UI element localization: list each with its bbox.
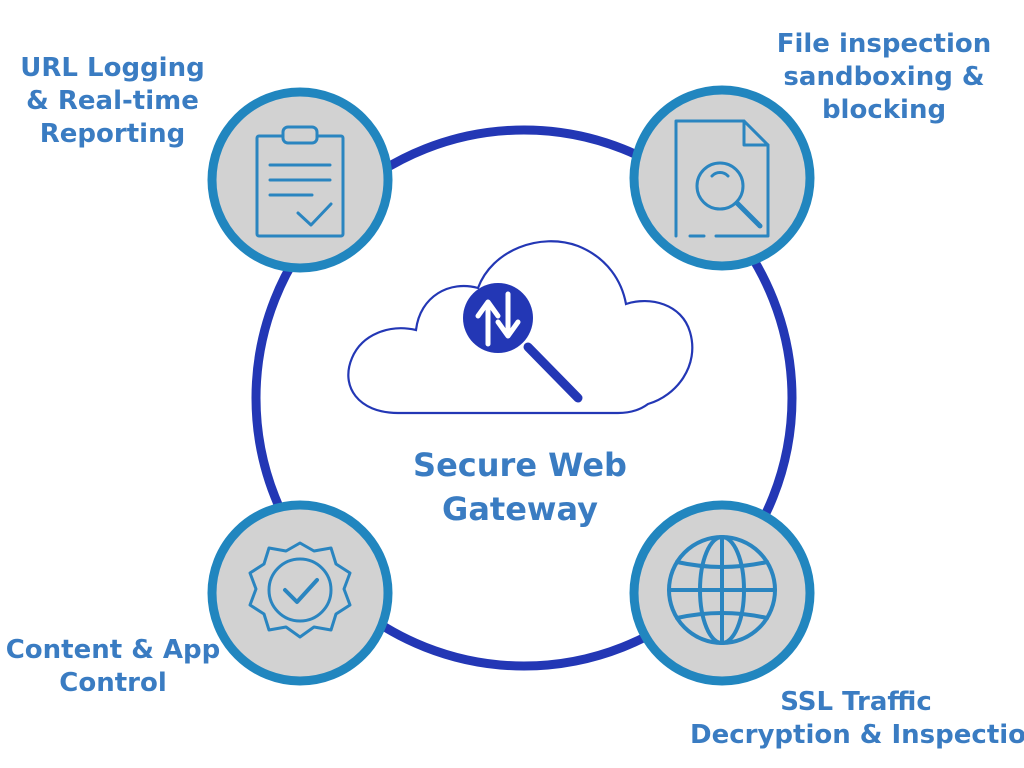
- badge-check-icon: [248, 541, 352, 639]
- label-url-logging: URL Logging & Real-time Reporting: [10, 52, 215, 151]
- label-line: sandboxing &: [783, 62, 985, 92]
- node-ssl-inspection: [629, 500, 815, 686]
- label-line: URL Logging: [20, 53, 205, 83]
- label-line: SSL Traffic: [780, 687, 932, 717]
- clipboard-check-icon: [255, 125, 345, 238]
- label-line: File inspection: [776, 29, 992, 59]
- label-line: & Real-time: [26, 86, 199, 116]
- label-line: Reporting: [39, 119, 186, 149]
- title-line: Secure Web: [413, 446, 627, 484]
- globe-icon: [667, 535, 777, 645]
- label-line: Content & App: [5, 635, 221, 665]
- traffic-search-icon: [463, 283, 583, 403]
- label-content-control: Content & App Control: [2, 634, 224, 700]
- label-line: Decryption & Inspection: [690, 720, 1024, 750]
- label-line: blocking: [821, 95, 947, 125]
- title-line: Gateway: [442, 490, 598, 528]
- diagram-title: Secure Web Gateway: [370, 443, 670, 531]
- main-ring: [251, 125, 797, 671]
- node-content-control: [207, 500, 393, 686]
- node-file-inspection: [629, 85, 815, 271]
- node-url-logging: [207, 87, 393, 273]
- document-search-icon: [674, 119, 770, 238]
- label-ssl-inspection: SSL Traffic Decryption & Inspection: [690, 686, 1024, 752]
- label-line: Control: [59, 668, 167, 698]
- label-file-inspection: File inspection sandboxing & blocking: [768, 28, 1000, 127]
